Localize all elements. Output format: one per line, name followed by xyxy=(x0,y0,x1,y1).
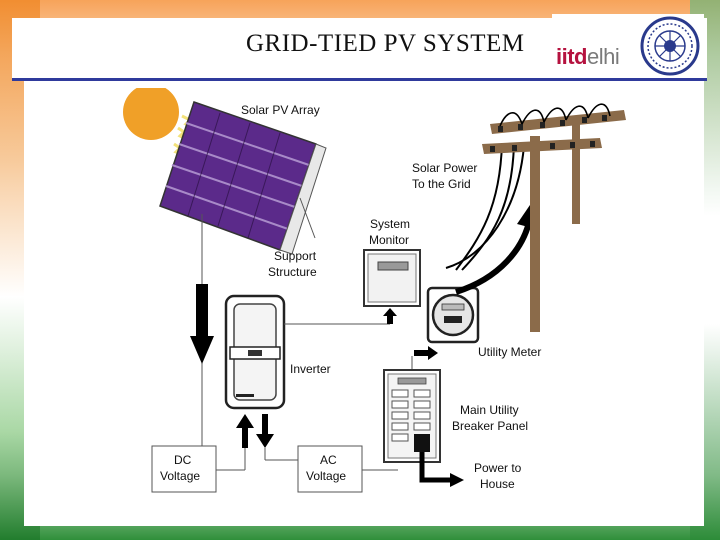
logo-text-secondary: elhi xyxy=(587,44,620,69)
grid-curved-arrow-icon xyxy=(455,217,533,295)
sun-icon xyxy=(123,88,179,140)
dc-down-arrow-icon xyxy=(190,284,214,364)
title-underline xyxy=(12,78,707,81)
label-inverter: Inverter xyxy=(290,362,331,376)
label-solar-pv-array: Solar PV Array xyxy=(241,103,320,117)
label-power-house-line1: Power to xyxy=(474,461,522,475)
label-utility-meter: Utility Meter xyxy=(478,345,541,359)
meter-right-arrow-icon xyxy=(414,346,438,360)
dc-voltage-box xyxy=(151,445,217,493)
slide-title: GRID-TIED PV SYSTEM xyxy=(246,30,525,57)
ac-voltage-box xyxy=(297,445,363,493)
institute-seal-emblem-icon xyxy=(640,16,700,76)
grid-tied-pv-diagram: Solar PV Array Support Structure Inverte… xyxy=(123,88,626,493)
breaker-panel-icon xyxy=(383,369,441,463)
label-main-utility-line1: Main Utility xyxy=(460,403,519,417)
label-dc-line2: Voltage xyxy=(160,469,200,483)
inverter-down-arrow-icon xyxy=(256,414,274,448)
iitd-logo-wordmark: iitdelhi xyxy=(556,44,620,70)
system-monitor-icon xyxy=(363,249,421,307)
label-ac-line1: AC xyxy=(320,453,337,467)
inverter-icon xyxy=(224,294,286,410)
label-solar-power-line2: To the Grid xyxy=(412,177,471,191)
label-system-monitor-line1: System xyxy=(370,217,410,231)
label-ac-line2: Voltage xyxy=(306,469,346,483)
label-main-utility-line2: Breaker Panel xyxy=(452,419,528,433)
label-solar-power-line1: Solar Power xyxy=(412,161,477,175)
solar-pv-panel-icon xyxy=(159,101,327,255)
power-to-house-arrow-icon xyxy=(419,452,452,483)
label-support-line1: Support xyxy=(274,249,317,263)
inverter-up-arrow-icon xyxy=(236,414,254,448)
label-support-line2: Structure xyxy=(268,265,317,279)
utility-meter-icon xyxy=(426,286,480,344)
grid-wires xyxy=(445,142,525,271)
logo-text-primary: iitd xyxy=(556,44,588,69)
label-system-monitor-line2: Monitor xyxy=(369,233,409,247)
utility-pole-icon xyxy=(482,103,626,332)
label-power-house-line2: House xyxy=(480,477,515,491)
label-dc-line1: DC xyxy=(174,453,192,467)
monitor-up-arrow-icon xyxy=(383,308,397,324)
